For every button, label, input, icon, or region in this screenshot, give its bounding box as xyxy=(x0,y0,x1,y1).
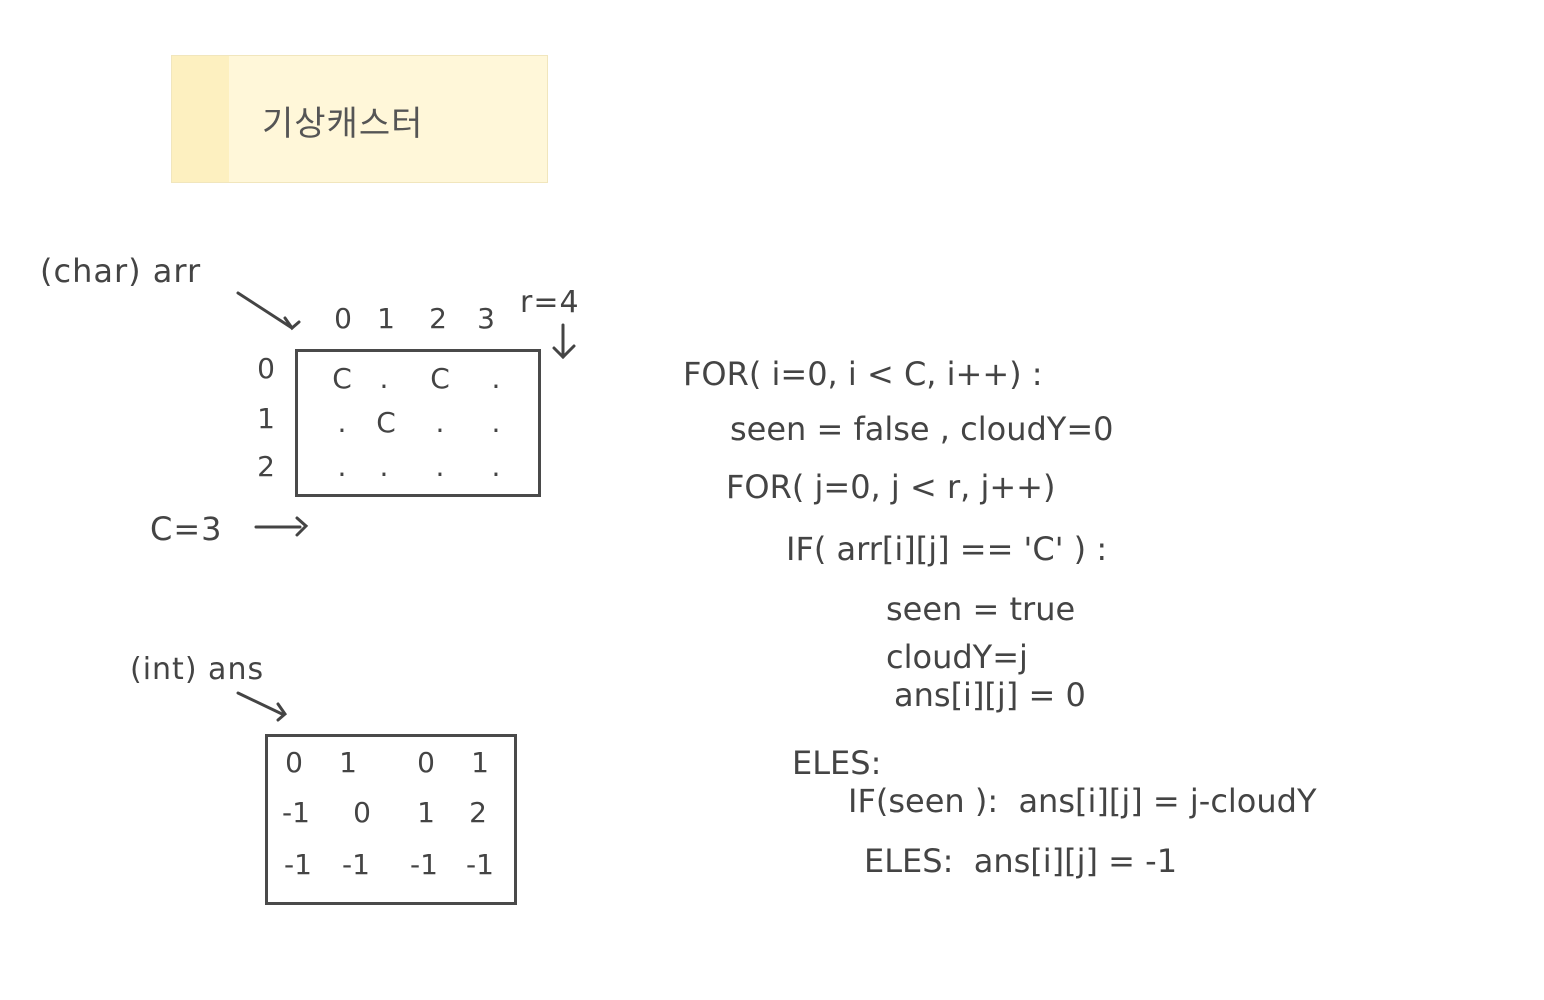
code-line: seen = false , cloudY=0 xyxy=(730,410,1114,448)
arr-cell: . xyxy=(379,450,389,483)
ans-cell: -1 xyxy=(282,796,310,829)
sticky-note-tape xyxy=(172,56,229,182)
arr-cell: . xyxy=(379,362,389,395)
code-line: seen = true xyxy=(886,590,1076,628)
ans-cell: 0 xyxy=(417,746,435,779)
arr-col-header: 1 xyxy=(377,302,395,335)
arr-row-header: 2 xyxy=(257,450,275,483)
ans-cell: 0 xyxy=(353,796,371,829)
arr-row-header: 0 xyxy=(257,352,275,385)
arr-grid-box xyxy=(295,349,541,497)
arr-label: (char) arr xyxy=(40,252,202,290)
ans-cell: -1 xyxy=(466,848,494,881)
arr-cell: . xyxy=(491,450,501,483)
r-label: r=4 xyxy=(520,285,580,320)
arr-cell: . xyxy=(491,362,501,395)
ans-cell: 2 xyxy=(469,796,487,829)
arr-row-header: 1 xyxy=(257,402,275,435)
code-line: FOR( i=0, i < C, i++) : xyxy=(683,355,1043,393)
arr-cell: . xyxy=(337,406,347,439)
arr-cell: . xyxy=(491,406,501,439)
code-line: IF(seen ): ans[i][j] = j-cloudY xyxy=(848,782,1317,820)
code-line: ans[i][j] = 0 xyxy=(894,676,1086,714)
ans-cell: -1 xyxy=(342,848,370,881)
ans-cell: -1 xyxy=(284,848,312,881)
arr-cell: C xyxy=(430,362,450,395)
arr-col-header: 3 xyxy=(477,302,495,335)
ans-cell: 0 xyxy=(285,746,303,779)
c-label: C=3 xyxy=(150,510,223,548)
code-line: FOR( j=0, j < r, j++) xyxy=(726,468,1056,506)
sticky-note: 기상캐스터 xyxy=(171,55,548,183)
ans-label: (int) ans xyxy=(130,652,265,687)
code-line: IF( arr[i][j] == 'C' ) : xyxy=(786,530,1108,568)
arr-cell: . xyxy=(435,450,445,483)
arr-cell: C xyxy=(332,362,352,395)
code-line: ELES: ans[i][j] = -1 xyxy=(864,842,1178,880)
arr-col-header: 0 xyxy=(334,302,352,335)
code-line: ELES: xyxy=(792,744,882,782)
code-line: cloudY=j xyxy=(886,638,1028,676)
arr-col-header: 2 xyxy=(429,302,447,335)
arr-cell: . xyxy=(337,450,347,483)
ans-cell: 1 xyxy=(471,746,489,779)
ans-cell: -1 xyxy=(410,848,438,881)
arr-cell: . xyxy=(435,406,445,439)
ans-cell: 1 xyxy=(417,796,435,829)
ans-cell: 1 xyxy=(339,746,357,779)
arr-cell: C xyxy=(376,406,396,439)
ans-grid-box xyxy=(265,734,517,905)
sticky-note-title: 기상캐스터 xyxy=(262,104,424,144)
